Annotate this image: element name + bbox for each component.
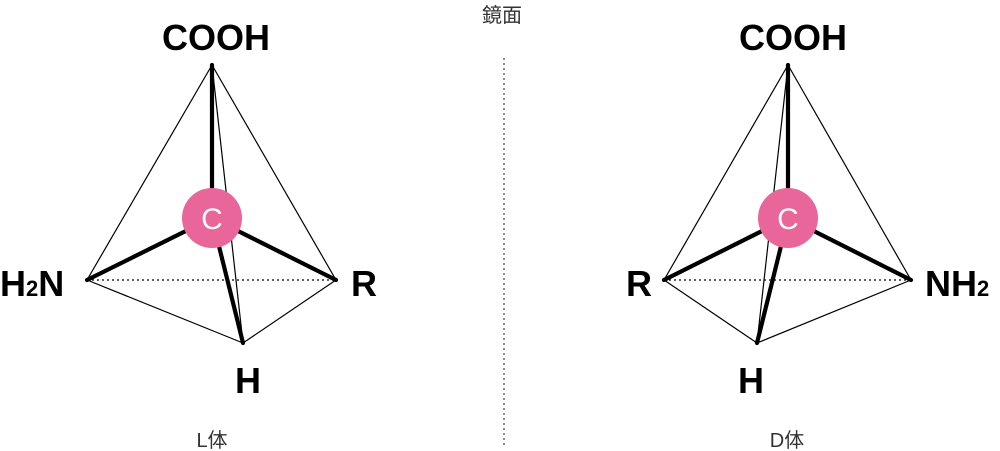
right-bottom-group: H (738, 360, 764, 401)
left-left-group-subscript: 2 (26, 276, 38, 301)
left-carbon-atom (182, 188, 242, 248)
left-edge-right-bottom (242, 279, 337, 344)
right-right-group: NH2 (925, 263, 989, 304)
right-top-group: COOH (739, 17, 847, 58)
left-left-group-main: H (0, 263, 26, 304)
left-edge-top-right (211, 64, 337, 281)
right-edge-right-bottom (756, 279, 912, 344)
right-carbon-label: C (777, 203, 799, 236)
right-edge-top-right (787, 64, 912, 281)
left-molecule: C COOH H2N R H L体 (0, 17, 377, 451)
left-carbon-label: C (201, 203, 223, 236)
left-edge-top-left (86, 64, 213, 281)
left-left-group: H2N (0, 263, 64, 304)
right-right-group-subscript: 2 (977, 276, 989, 301)
right-right-group-main: NH (925, 263, 977, 304)
mirror-label: 鏡面 (482, 4, 522, 27)
right-edge-top-left (663, 64, 789, 281)
right-molecule: C COOH R NH2 H D体 (626, 17, 989, 451)
left-left-group-tail: N (38, 263, 64, 304)
left-edge-left-bottom (86, 279, 244, 344)
left-bottom-group: H (235, 360, 261, 401)
left-right-group: R (351, 263, 377, 304)
right-carbon-atom (758, 188, 818, 248)
right-edge-left-bottom (663, 279, 758, 344)
left-top-group: COOH (162, 17, 270, 58)
left-caption: L体 (196, 429, 227, 451)
right-caption: D体 (770, 429, 804, 451)
right-left-group: R (626, 263, 652, 304)
